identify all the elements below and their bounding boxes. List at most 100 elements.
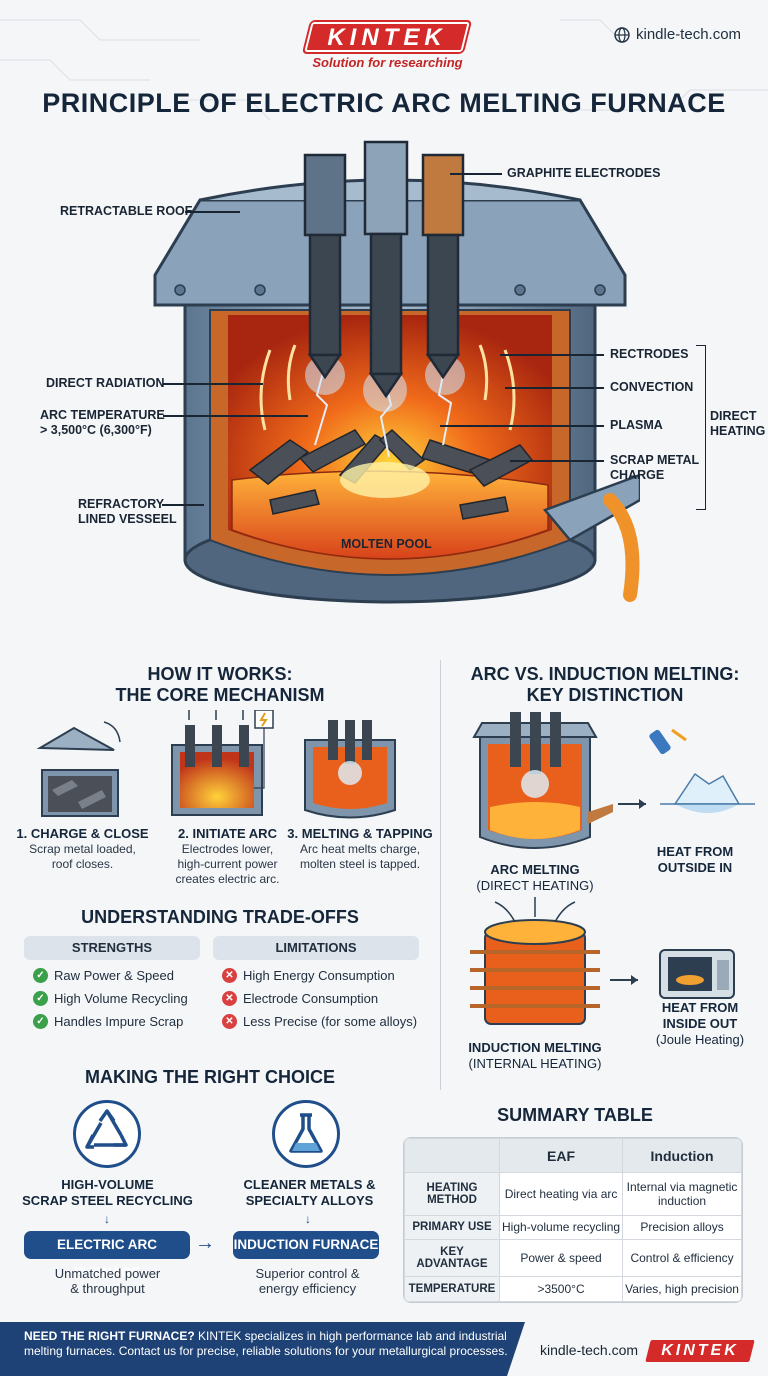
outside-in-label: HEAT FROM bbox=[656, 844, 734, 859]
arc-melting-sublabel: (DIRECT HEATING) bbox=[476, 878, 594, 893]
step-2-desc-line2: high-current power bbox=[177, 857, 278, 871]
arc-melting-label: ARC MELTING bbox=[490, 862, 580, 877]
microwave-icon bbox=[659, 949, 735, 999]
outside-in-sublabel: OUTSIDE IN bbox=[657, 860, 733, 875]
table-row: KEY ADVANTAGE Power & speed Control & ef… bbox=[404, 1239, 742, 1278]
label-arc-temperature: ARC TEMPERATURE bbox=[40, 408, 165, 422]
check-icon: ✓ bbox=[33, 1014, 48, 1029]
globe-icon bbox=[614, 26, 630, 43]
induction-melting-sublabel: (INTERNAL HEATING) bbox=[468, 1056, 602, 1071]
direct-heating-bracket bbox=[696, 345, 706, 510]
label-molten-pool: MOLTEN POOL bbox=[341, 537, 432, 551]
footer-website-link[interactable]: kindle-tech.com bbox=[540, 1342, 639, 1358]
right-arrow-icon: → bbox=[195, 1232, 215, 1254]
how-it-works-subtitle: THE CORE MECHANISM bbox=[115, 685, 325, 705]
induction-melting-label: INDUCTION MELTING bbox=[468, 1040, 602, 1055]
leader-line bbox=[185, 211, 240, 213]
x-icon: ✕ bbox=[222, 991, 237, 1006]
leader-line bbox=[163, 383, 263, 385]
choice-title: MAKING THE RIGHT CHOICE bbox=[85, 1067, 335, 1087]
label-refractory-vessel: LINED VESSEEL bbox=[78, 512, 177, 526]
table-header-row: EAF Induction bbox=[404, 1138, 742, 1173]
eaf-cell: Direct heating via arc bbox=[498, 1172, 624, 1216]
tradeoffs-title: UNDERSTANDING TRADE-OFFS bbox=[81, 907, 359, 927]
label-graphite-electrodes: GRAPHITE ELECTRODES bbox=[507, 166, 661, 180]
leader-line bbox=[505, 387, 604, 389]
footer-lead: NEED THE RIGHT FURNACE? bbox=[24, 1329, 195, 1343]
flask-icon bbox=[289, 1113, 323, 1153]
electric-arc-furnace-button[interactable]: ELECTRIC ARC FURNACE bbox=[24, 1231, 190, 1280]
cleaner-metals-label: CLEANER METALS & bbox=[243, 1177, 376, 1192]
eaf-note-line1: Unmatched power bbox=[54, 1266, 161, 1281]
row-label: PRIMARY USE bbox=[404, 1214, 500, 1241]
scrap-recycling-label: SCRAP STEEL RECYCLING bbox=[22, 1193, 193, 1208]
label-scrap-charge: CHARGE bbox=[610, 468, 665, 482]
label-scrap-metal: SCRAP METAL bbox=[610, 453, 700, 467]
process-steps-illustration bbox=[36, 710, 396, 819]
step-2-title: 2. INITIATE ARC bbox=[178, 826, 277, 841]
label-direct: DIRECT bbox=[710, 409, 757, 423]
how-it-works-title: HOW IT WORKS: bbox=[147, 664, 293, 684]
website-link[interactable]: kindle-tech.com bbox=[614, 26, 741, 43]
joule-heating-label: (Joule Heating) bbox=[655, 1032, 745, 1047]
summary-table-title: SUMMARY TABLE bbox=[497, 1105, 653, 1125]
tapping-step-icon bbox=[304, 720, 396, 819]
specialty-alloys-label: SPECIALTY ALLOYS bbox=[245, 1193, 374, 1208]
table-header-eaf: EAF bbox=[498, 1138, 624, 1173]
brand-tagline: Solution for researching bbox=[312, 55, 463, 70]
step-3-desc-line2: molten steel is tapped. bbox=[299, 857, 421, 871]
step-2-desc-line3: creates electric arc. bbox=[175, 872, 280, 886]
table-row: TEMPERATURE >3500°C Varies, high precisi… bbox=[404, 1276, 742, 1302]
footer-text: NEED THE RIGHT FURNACE? KINTEK specializ… bbox=[24, 1329, 514, 1359]
x-icon: ✕ bbox=[222, 1014, 237, 1029]
table-header-induction: Induction bbox=[622, 1138, 742, 1173]
induction-note-line2: energy efficiency bbox=[258, 1281, 357, 1296]
induction-cell: Control & efficiency bbox=[622, 1239, 742, 1278]
leader-line bbox=[440, 425, 604, 427]
eaf-cell: High-volume recycling bbox=[498, 1214, 624, 1241]
circuit-background bbox=[0, 19, 768, 121]
eaf-note-line2: & throughput bbox=[70, 1281, 145, 1296]
label-plasma: PLASMA bbox=[610, 418, 663, 432]
iceberg-icon bbox=[660, 772, 755, 813]
arc-vs-induction-illustration bbox=[470, 712, 755, 1025]
torch-icon bbox=[649, 728, 687, 755]
website-text: kindle-tech.com bbox=[636, 26, 742, 43]
section-divider bbox=[440, 660, 441, 1090]
label-arc-temperature-value: > 3,500°C (6,300°F) bbox=[40, 423, 152, 437]
label-convection: CONVECTION bbox=[610, 380, 694, 394]
row-label: TEMPERATURE bbox=[404, 1276, 500, 1302]
arc-furnace-illustration bbox=[153, 140, 640, 604]
limitations-header: LIMITATIONS bbox=[213, 936, 419, 960]
leader-line bbox=[500, 354, 604, 356]
step-3-desc-line1: Arc heat melts charge, bbox=[299, 842, 421, 856]
limitation-item: ✕Less Precise (for some alloys) bbox=[222, 1014, 417, 1029]
comparison-title: ARC VS. INDUCTION MELTING: bbox=[470, 664, 740, 684]
leader-line bbox=[450, 173, 502, 175]
row-label: KEY ADVANTAGE bbox=[404, 1239, 500, 1278]
limitation-item: ✕High Energy Consumption bbox=[222, 968, 395, 983]
inside-out-label: HEAT FROM bbox=[661, 1000, 739, 1015]
step-3-title: 3. MELTING & TAPPING bbox=[287, 826, 433, 841]
inside-out-sublabel: INSIDE OUT bbox=[662, 1016, 738, 1031]
table-header-blank bbox=[404, 1138, 500, 1173]
induction-note-line1: Superior control & bbox=[255, 1266, 360, 1281]
label-heating: HEATING bbox=[710, 424, 766, 438]
induction-furnace-button[interactable]: INDUCTION FURNACE bbox=[233, 1231, 379, 1259]
flask-icon-circle bbox=[272, 1100, 340, 1168]
strengths-header: STRENGTHS bbox=[24, 936, 200, 960]
table-row: PRIMARY USE High-volume recycling Precis… bbox=[404, 1214, 742, 1241]
high-volume-label: HIGH-VOLUME bbox=[61, 1177, 154, 1192]
induction-furnace-icon bbox=[470, 897, 600, 1025]
brand-logo-text: KINTEK bbox=[327, 24, 447, 51]
label-refractory: REFRACTORY bbox=[78, 497, 165, 511]
footer-text-line2: melting furnaces. Contact us for precise… bbox=[24, 1344, 508, 1358]
leader-line bbox=[163, 415, 308, 417]
recycle-icon-circle bbox=[73, 1100, 141, 1168]
charge-step-icon bbox=[36, 721, 121, 817]
x-icon: ✕ bbox=[222, 968, 237, 983]
label-direct-radiation: DIRECT RADIATION bbox=[46, 376, 165, 390]
